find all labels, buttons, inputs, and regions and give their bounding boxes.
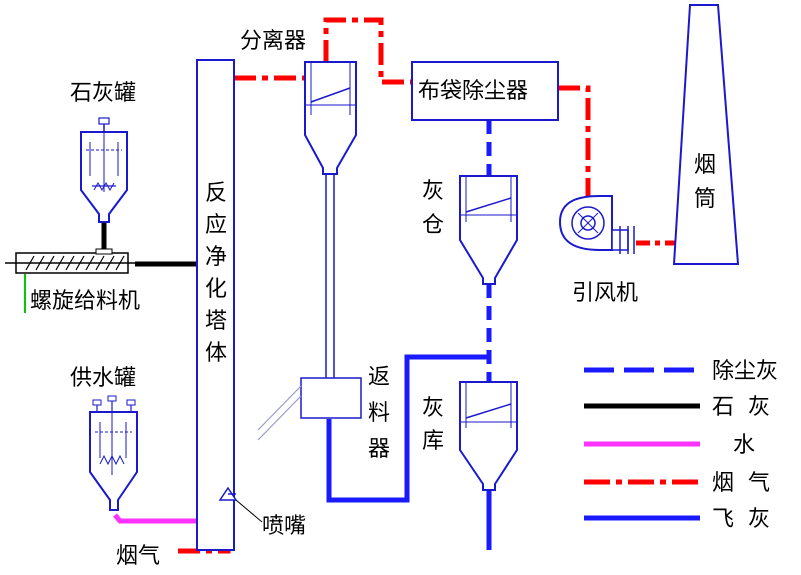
label-flue-gas-inlet: 烟气 <box>116 544 160 569</box>
label-reactor-char: 化 <box>205 277 227 302</box>
label-fan: 引风机 <box>572 281 638 306</box>
separator <box>304 61 357 175</box>
fly-ash-return-line <box>326 354 489 503</box>
label-chimney: 烟 筒 <box>694 153 716 212</box>
label-ash-store-char: 库 <box>422 429 444 454</box>
label-separator: 分离器 <box>240 29 306 54</box>
label-bag-filter: 布袋除尘器 <box>418 79 528 104</box>
reactor-tower <box>196 59 235 551</box>
label-return-feeder: 返 料 器 <box>368 365 390 462</box>
label-chimney-char: 烟 <box>694 153 716 178</box>
flue-gas-separator-to-filter <box>323 17 412 85</box>
return-feeder <box>300 377 362 419</box>
label-return-feeder-char: 返 <box>368 365 390 390</box>
lime-tank <box>80 117 128 223</box>
label-return-feeder-char: 器 <box>368 437 390 462</box>
nozzle-pointer <box>235 499 263 523</box>
flue-gas-filter-to-fan <box>558 85 591 196</box>
screw-feeder <box>5 248 135 274</box>
nozzle-icon <box>218 486 238 501</box>
label-nozzle: 喷嘴 <box>262 514 306 539</box>
bag-filter <box>411 61 559 121</box>
label-return-feeder-char: 料 <box>368 401 390 426</box>
label-ash-store-char: 灰 <box>422 396 444 421</box>
label-reactor-char: 应 <box>205 213 227 238</box>
chimney <box>672 4 740 265</box>
legend-label-dust-ash: 除尘灰 <box>712 359 778 384</box>
label-ash-store: 灰 库 <box>422 396 444 454</box>
label-water-tank: 供水罐 <box>70 366 136 391</box>
label-ash-bin-char: 仓 <box>422 213 444 238</box>
label-reactor-char: 体 <box>205 341 227 366</box>
legend: 除尘灰 石 灰 水 烟 气 飞 灰 <box>584 359 778 532</box>
label-screw-feeder: 螺旋给料机 <box>30 289 140 314</box>
legend-label-fly-ash: 飞 灰 <box>712 507 770 532</box>
label-reactor: 反 应 净 化 塔 体 <box>205 181 227 366</box>
legend-label-flue-gas: 烟 气 <box>712 471 770 496</box>
legend-label-water: 水 <box>733 433 755 458</box>
fan-icon <box>558 195 635 254</box>
label-ash-bin-char: 灰 <box>422 179 444 204</box>
water-tank <box>89 395 138 511</box>
label-ash-bin: 灰 仓 <box>422 179 444 238</box>
label-reactor-char: 反 <box>205 181 227 206</box>
return-feeder-pipe-b <box>257 395 302 441</box>
label-chimney-char: 筒 <box>694 187 716 212</box>
ash-store <box>459 381 518 491</box>
label-lime-tank: 石灰罐 <box>70 81 136 106</box>
return-feeder-pipe-a <box>257 385 302 431</box>
ash-bin <box>459 175 518 285</box>
legend-label-lime: 石 灰 <box>712 395 770 420</box>
label-reactor-char: 塔 <box>205 309 227 334</box>
label-reactor-char: 净 <box>205 245 227 270</box>
